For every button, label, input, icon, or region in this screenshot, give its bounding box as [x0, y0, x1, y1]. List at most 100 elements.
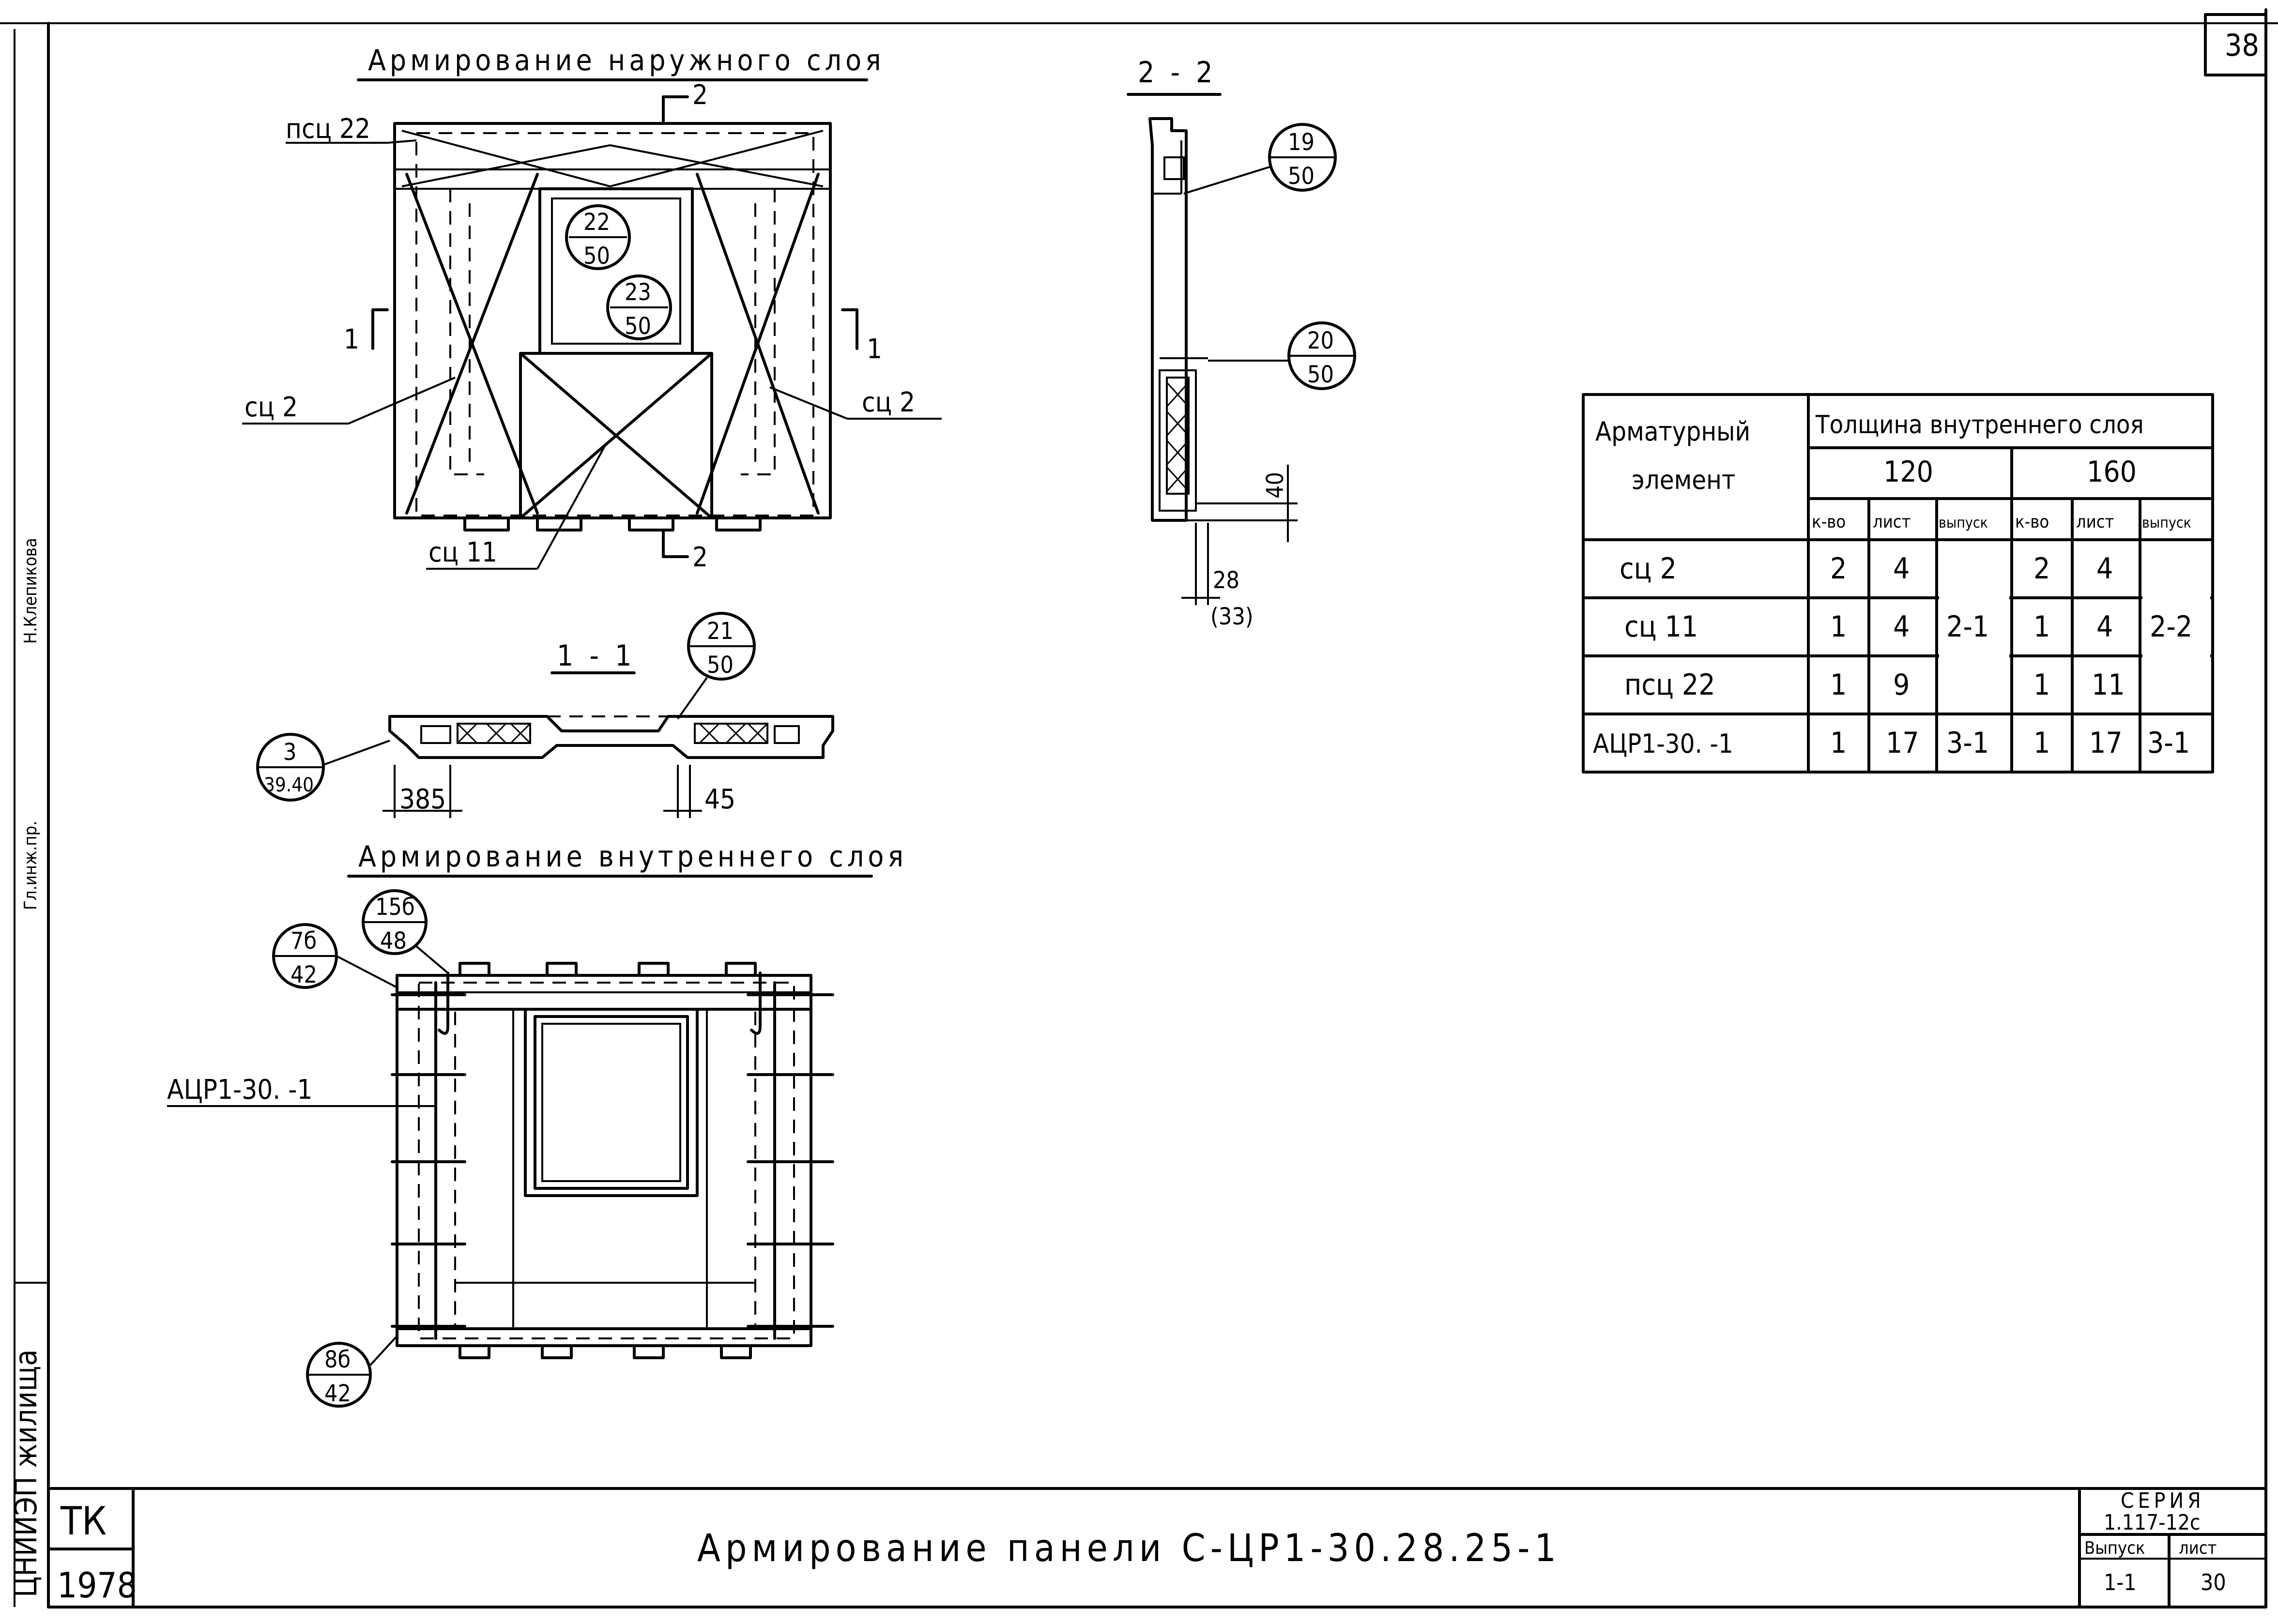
cut-2-bottom: 2	[692, 542, 708, 573]
inner-title: Армирование внутреннего слоя	[358, 840, 907, 874]
svg-text:19: 19	[1288, 129, 1315, 156]
list-value: 30	[2201, 1569, 2226, 1595]
th-issue-160: выпуск	[2142, 515, 2191, 531]
outer-title: Армирование наружного слоя	[368, 44, 885, 77]
th-160: 160	[2087, 455, 2137, 489]
row-l2: 4	[2096, 610, 2113, 644]
row-q2: 2	[2033, 552, 2050, 586]
row-q2: 1	[2033, 726, 2050, 760]
dim-385: 385	[399, 784, 446, 815]
callout-20-50: 20 50	[1208, 321, 1356, 390]
svg-text:22: 22	[583, 209, 610, 236]
svg-text:50: 50	[1288, 163, 1315, 190]
issue-160-merged: 2-2	[2150, 610, 2192, 644]
callout-19-50: 19 50	[1183, 123, 1337, 195]
row-q1: 1	[1830, 726, 1847, 760]
row-l2: 17	[2089, 726, 2123, 760]
outer-layer-view: Армирование наружного слоя 2	[242, 44, 942, 573]
th-element-1: Арматурный	[1595, 416, 1750, 447]
svg-text:42: 42	[324, 1380, 351, 1407]
label-acr: АЦР1-30. -1	[167, 1074, 313, 1106]
org-code: ТК	[60, 1499, 107, 1544]
row-name: псц 22	[1624, 668, 1715, 702]
svg-text:50: 50	[583, 243, 610, 270]
th-group: Толщина внутреннего слоя	[1815, 410, 2144, 440]
callout-7b-42: 7б 42	[272, 923, 398, 989]
th-qty-120: к-во	[1812, 512, 1846, 532]
label-sc11: сц 11	[428, 537, 497, 568]
section-2-2: 2 - 2 19 50 20 50 40	[1127, 56, 1356, 630]
th-list-120: лист	[1873, 512, 1911, 532]
label-psc22: псц 22	[286, 113, 370, 145]
row-name: сц 2	[1620, 552, 1677, 586]
row-l1: 4	[1893, 552, 1910, 586]
cut-1-right: 1	[867, 334, 882, 365]
side-stamp: ЦНИИЭП жилища Гл.инж.пр. Н.Клепикова	[8, 538, 44, 1597]
callout-8b-42: 8б 42	[306, 1335, 398, 1408]
side-stamp-role: Гл.инж.пр.	[21, 821, 41, 910]
dim-45: 45	[704, 784, 735, 815]
issue-120-merged: 2-1	[1946, 610, 1989, 644]
cut-1-left: 1	[344, 324, 359, 355]
series-label: СЕРИЯ	[2121, 1488, 2205, 1513]
svg-text:39.40: 39.40	[264, 774, 314, 796]
issue-value: 1-1	[2104, 1569, 2137, 1595]
row-l1: 9	[1893, 668, 1910, 702]
row-q1: 1	[1830, 610, 1847, 644]
row-l2: 11	[2092, 668, 2125, 702]
svg-text:50: 50	[1307, 361, 1334, 388]
sheet-frame: 38	[0, 8, 2278, 1609]
svg-text:20: 20	[1307, 327, 1334, 354]
side-stamp-name: Н.Клепикова	[21, 538, 41, 644]
inner-layer-view: Армирование внутреннего слоя	[167, 840, 907, 1408]
svg-text:21: 21	[707, 618, 734, 645]
svg-text:15б: 15б	[375, 894, 415, 921]
svg-text:50: 50	[625, 313, 651, 340]
title-block: ТК 1978 Армирование панели С-ЦР1-30.28.2…	[47, 1487, 2267, 1609]
row-q1: 1	[1830, 668, 1847, 702]
sheet-title: Армирование панели С-ЦР1-30.28.25-1	[697, 1527, 1561, 1570]
sheet-corner-number: 38	[2225, 28, 2259, 63]
year: 1978	[57, 1565, 137, 1606]
svg-text:7б: 7б	[290, 927, 317, 955]
spec-table: Арматурный элемент Толщина внутреннего с…	[1582, 393, 2214, 774]
svg-text:48: 48	[380, 927, 407, 955]
series-value: 1.117-12с	[2104, 1510, 2201, 1535]
issue-160-last: 3-1	[2147, 726, 2190, 760]
th-120: 120	[1883, 455, 1933, 489]
svg-text:23: 23	[625, 279, 651, 306]
row-q2: 1	[2033, 610, 2050, 644]
dim-33: (33)	[1210, 603, 1254, 630]
section22-title: 2 - 2	[1138, 56, 1216, 90]
label-sc2-right: сц 2	[862, 387, 915, 418]
list-label: лист	[2179, 1538, 2217, 1558]
row-name: сц 11	[1624, 610, 1698, 644]
svg-text:8б: 8б	[324, 1346, 351, 1373]
label-sc2-left: сц 2	[245, 392, 298, 423]
th-qty-160: к-во	[2015, 512, 2049, 532]
th-issue-120: выпуск	[1939, 515, 1988, 531]
th-element-2: элемент	[1632, 465, 1735, 495]
row-q1: 2	[1830, 552, 1847, 586]
svg-text:50: 50	[707, 652, 734, 679]
callout-15b-48: 15б 48	[362, 889, 449, 974]
callout-23-50: 23 50	[606, 274, 672, 340]
dim-40: 40	[1262, 472, 1289, 499]
issue-120-last: 3-1	[1946, 726, 1989, 760]
svg-text:42: 42	[290, 961, 317, 988]
callout-3-3940: 3 39.40	[256, 733, 390, 802]
section11-title: 1 - 1	[557, 639, 635, 673]
svg-text:3: 3	[283, 739, 296, 766]
cut-2-top: 2	[692, 79, 708, 111]
issue-label: Выпуск	[2084, 1538, 2145, 1558]
dim-28: 28	[1213, 567, 1239, 594]
row-l1: 4	[1893, 610, 1910, 644]
row-q2: 1	[2033, 668, 2050, 702]
section-1-1: 1 - 1 385 45 3 39.40	[256, 612, 834, 818]
callout-22-50: 22 50	[565, 204, 631, 270]
row-name: АЦР1-30. -1	[1593, 729, 1733, 759]
row-l1: 17	[1886, 726, 1919, 760]
row-l2: 4	[2096, 552, 2113, 586]
th-list-160: лист	[2076, 512, 2114, 532]
